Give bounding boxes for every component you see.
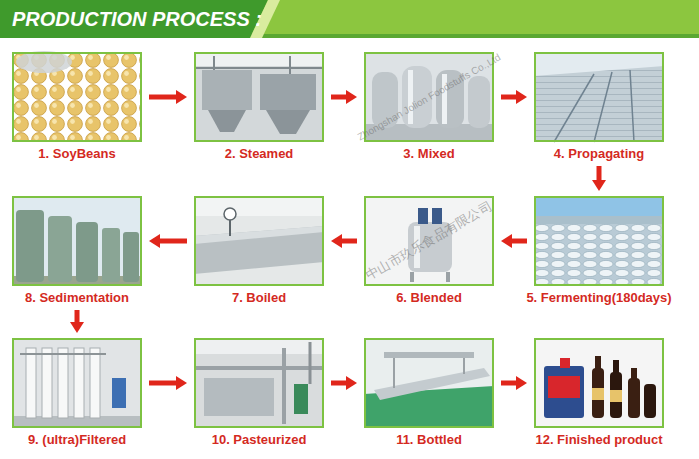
- flow-arrow: [331, 376, 357, 390]
- page-title: PRODUCTION PROCESS :: [12, 7, 262, 31]
- arrow-shaft: [331, 95, 348, 100]
- flow-arrow: [149, 90, 187, 104]
- flow-arrow: [149, 376, 187, 390]
- photo-frame: [194, 196, 324, 286]
- photo-frame: [534, 196, 664, 286]
- arrow-head: [346, 376, 357, 390]
- flow-arrow: [331, 90, 357, 104]
- arrow-head: [176, 90, 187, 104]
- arrow-shaft: [510, 239, 527, 244]
- process-step: 7. Boiled: [194, 196, 324, 306]
- process-step: 2. Steamed: [194, 52, 324, 162]
- arrow-head: [346, 90, 357, 104]
- process-step: 4. Propagating: [534, 52, 664, 162]
- arrow-shaft: [158, 239, 187, 244]
- step-caption: 11. Bottled: [396, 432, 462, 448]
- photo-frame: [534, 52, 664, 142]
- flow-arrow: [501, 90, 527, 104]
- arrow-shaft: [331, 381, 348, 386]
- photo-frame: [12, 52, 142, 142]
- arrow-head: [592, 180, 606, 191]
- arrow-head: [331, 234, 342, 248]
- step-caption: 1. SoyBeans: [38, 146, 115, 162]
- arrow-shaft: [75, 310, 80, 324]
- photo-frame: [534, 338, 664, 428]
- arrow-shaft: [501, 95, 518, 100]
- process-step: 5. Fermenting(180days): [534, 196, 664, 306]
- step-caption: 5. Fermenting(180days): [526, 290, 671, 306]
- flow-arrow: [501, 376, 527, 390]
- photo-frame: [12, 196, 142, 286]
- arrow-head: [70, 322, 84, 333]
- photo-frame: [194, 338, 324, 428]
- step-caption: 3. Mixed: [403, 146, 454, 162]
- arrow-head: [176, 376, 187, 390]
- flow-arrow: [592, 166, 606, 191]
- arrow-head: [516, 90, 527, 104]
- process-step: 11. Bottled: [364, 338, 494, 448]
- process-step: 12. Finished product: [534, 338, 664, 448]
- photo-frame: [194, 52, 324, 142]
- arrow-shaft: [149, 95, 178, 100]
- flow-arrow: [331, 234, 357, 248]
- arrow-shaft: [340, 239, 357, 244]
- photo-frame: [12, 338, 142, 428]
- step-caption: 6. Blended: [396, 290, 462, 306]
- photo-frame: [364, 338, 494, 428]
- flow-arrow: [149, 234, 187, 248]
- process-step: 1. SoyBeans: [12, 52, 142, 162]
- step-caption: 7. Boiled: [232, 290, 286, 306]
- flow-arrow: [70, 310, 84, 333]
- arrow-head: [149, 234, 160, 248]
- arrow-head: [516, 376, 527, 390]
- step-caption: 12. Finished product: [535, 432, 662, 448]
- step-caption: 9. (ultra)Filtered: [28, 432, 126, 448]
- flow-arrow: [501, 234, 527, 248]
- step-caption: 10. Pasteurized: [212, 432, 307, 448]
- arrow-shaft: [149, 381, 178, 386]
- process-step: 9. (ultra)Filtered: [12, 338, 142, 448]
- arrow-head: [501, 234, 512, 248]
- step-caption: 2. Steamed: [225, 146, 294, 162]
- arrow-shaft: [597, 166, 602, 182]
- process-step: 10. Pasteurized: [194, 338, 324, 448]
- step-caption: 4. Propagating: [554, 146, 644, 162]
- process-step: 8. Sedimentation: [12, 196, 142, 306]
- step-caption: 8. Sedimentation: [25, 290, 129, 306]
- arrow-shaft: [501, 381, 518, 386]
